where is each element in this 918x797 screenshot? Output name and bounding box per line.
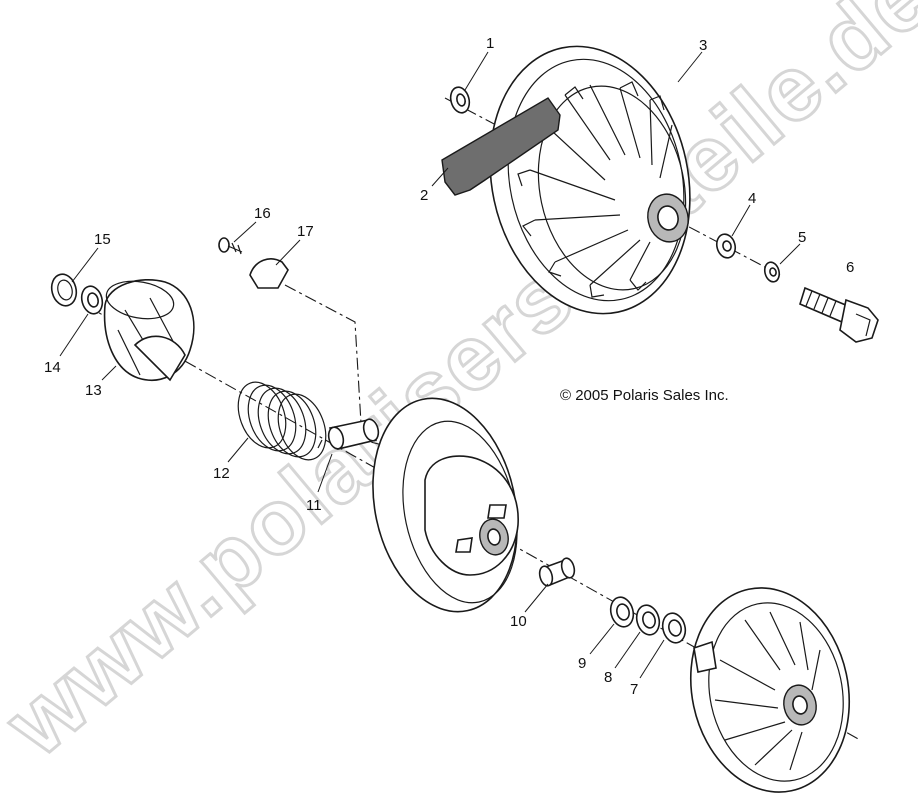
callout-7: 7 — [630, 681, 638, 698]
callout-16: 16 — [254, 205, 271, 222]
callout-4: 4 — [748, 190, 756, 207]
callout-17: 17 — [297, 223, 314, 240]
helix-part-13 — [103, 278, 195, 382]
callout-14: 14 — [44, 359, 61, 376]
stationary-sheave — [689, 587, 851, 793]
moveable-sheave — [372, 397, 519, 613]
callout-2: 2 — [420, 187, 428, 204]
callout-9: 9 — [578, 655, 586, 672]
washer-part-8 — [635, 604, 661, 636]
callout-3: 3 — [699, 37, 707, 54]
callout-6: 6 — [846, 259, 854, 276]
bearing-part-10 — [538, 557, 576, 587]
washer-part-14 — [80, 285, 104, 315]
spring-part-12 — [237, 381, 327, 461]
copyright-text: © 2005 Polaris Sales Inc. — [560, 387, 729, 404]
callout-labels: 1 2 3 4 5 6 7 8 9 10 11 12 13 14 15 16 1… — [44, 35, 854, 698]
callout-13: 13 — [85, 382, 102, 399]
callout-15: 15 — [94, 231, 111, 248]
washer-part-7 — [661, 612, 687, 644]
washer-part-4 — [715, 233, 737, 259]
snap-ring-part-15 — [50, 273, 78, 307]
callout-12: 12 — [213, 465, 230, 482]
axis-pin-path — [284, 284, 396, 449]
callout-11: 11 — [306, 497, 322, 514]
washer-part-1 — [449, 86, 471, 114]
bushing-part-11 — [327, 418, 380, 450]
pin-part-16 — [218, 237, 243, 255]
callout-10: 10 — [510, 613, 527, 630]
lock-washer-part-5 — [763, 261, 781, 283]
callout-5: 5 — [798, 229, 806, 246]
bolt-part-6 — [799, 286, 879, 343]
leader-lines — [59, 51, 801, 679]
callout-8: 8 — [604, 669, 612, 686]
washer-part-9 — [609, 596, 635, 628]
callout-1: 1 — [486, 35, 494, 52]
button-part-17 — [249, 258, 289, 289]
